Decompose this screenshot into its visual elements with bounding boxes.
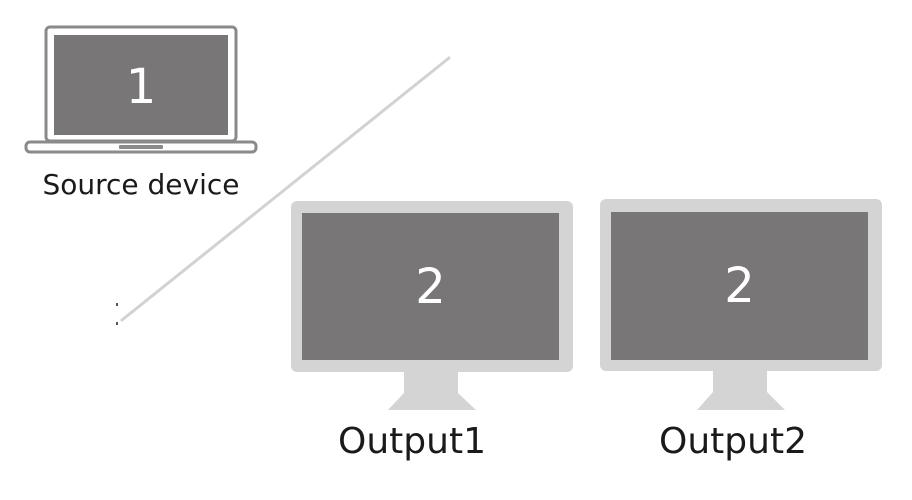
connector-dot	[116, 322, 118, 325]
monitor-2-stand-base	[697, 392, 785, 410]
monitor-icon	[600, 199, 882, 410]
source-screen-number: 1	[125, 59, 157, 115]
monitor-icon	[291, 201, 573, 410]
laptop-icon	[24, 25, 258, 154]
source-device-caption: Source device	[42, 168, 240, 201]
monitor-1-stand-base	[388, 393, 476, 410]
output2-screen-number: 2	[724, 258, 755, 314]
laptop-notch	[119, 145, 163, 149]
output1-caption: Output1	[338, 421, 486, 462]
output1-screen-number: 2	[415, 259, 446, 315]
laptop-screen	[54, 35, 228, 135]
monitor-2-neck	[713, 371, 767, 394]
connector-line	[120, 56, 451, 322]
connector-dot	[116, 303, 118, 306]
monitor-1-screen	[302, 213, 559, 360]
monitor-2-screen	[611, 212, 868, 360]
output2-caption: Output2	[659, 421, 807, 462]
monitor-1-neck	[404, 372, 458, 395]
